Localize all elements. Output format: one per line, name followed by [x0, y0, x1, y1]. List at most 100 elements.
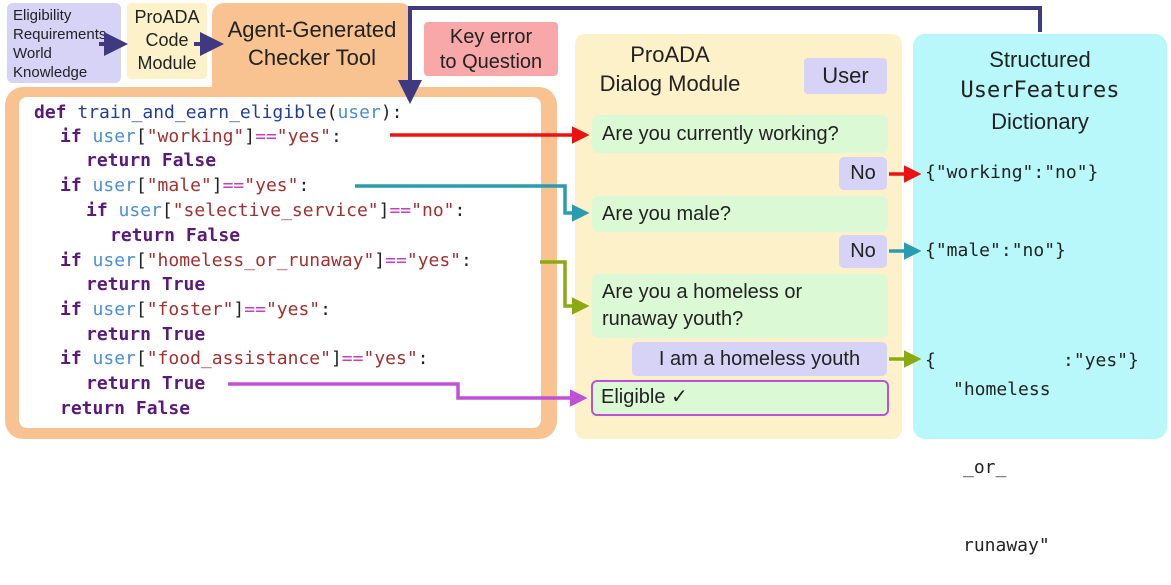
code-line: if user["selective_service"]=="no":: [86, 200, 465, 222]
code-token: if: [86, 200, 119, 221]
code-token: ]: [330, 348, 342, 369]
source-line: Knowledge: [13, 64, 88, 81]
code-module-line: ProADA: [134, 7, 200, 27]
code-token: user: [92, 250, 136, 271]
code-module-box: ProADA Code Module: [127, 3, 207, 79]
code-line: return False: [86, 150, 216, 172]
checker-title-line: Agent-Generated: [227, 17, 397, 42]
code-token: "homeless_or_runaway": [146, 250, 375, 271]
dialog-title-line: Dialog Module: [599, 71, 741, 96]
code-token: ]: [211, 175, 223, 196]
answer-working-bubble: No: [839, 157, 887, 190]
code-token: ]: [233, 299, 245, 320]
question-homeless-line: Are you a homeless or: [602, 281, 803, 303]
code-token: user: [337, 102, 381, 123]
feature-male: {"male":"no"}: [925, 240, 1066, 261]
struct-title-line: Dictionary: [991, 109, 1089, 134]
code-token: "no": [411, 200, 455, 221]
code-token: ==: [255, 126, 277, 147]
feature-homeless-value: :"yes"}: [1063, 350, 1139, 371]
code-token: ==: [244, 299, 266, 320]
code-token: [: [135, 299, 147, 320]
code-token: :: [417, 348, 429, 369]
feature-homeless-key-line: runaway": [963, 535, 1050, 556]
code-token: "yes": [244, 175, 299, 196]
code-token: user: [92, 348, 136, 369]
question-homeless-bubble: Are you a homeless or runaway youth?: [592, 274, 888, 338]
answer-homeless-bubble: I am a homeless youth: [632, 342, 887, 376]
code-line: if user["foster"]=="yes":: [60, 299, 331, 321]
code-token: if: [60, 299, 93, 320]
code-token: if: [60, 175, 93, 196]
code-token: [: [135, 175, 147, 196]
feature-homeless-key-line: "homeless: [953, 379, 1051, 400]
arrow-key-error-loop: [398, 6, 1042, 104]
code-token: "working": [146, 126, 245, 147]
code-token: :: [298, 175, 310, 196]
code-line: if user["food_assistance"]=="yes":: [60, 348, 429, 370]
code-token: "selective_service": [172, 200, 379, 221]
arrow-male-to-question: [355, 184, 590, 222]
code-token: "male": [146, 175, 212, 196]
code-token: user: [92, 299, 136, 320]
code-line: def train_and_earn_eligible(user):: [34, 102, 403, 124]
code-token: ]: [378, 200, 390, 221]
checker-tool-title: Agent-Generated Checker Tool: [212, 3, 412, 87]
code-token: return True: [86, 373, 206, 394]
code-token: "food_assistance": [146, 348, 331, 369]
key-error-line: to Question: [439, 51, 543, 73]
code-token: if: [60, 126, 93, 147]
code-token: [: [135, 250, 147, 271]
dialog-module-title: ProADA Dialog Module: [575, 40, 765, 98]
code-line: return True: [86, 373, 205, 395]
code-token: :: [461, 250, 472, 271]
arrow-homeless-to-question: [540, 260, 590, 315]
question-homeless-line: runaway youth?: [602, 308, 744, 330]
code-area: [19, 97, 541, 428]
code-token: "yes": [363, 348, 418, 369]
code-token: return False: [86, 150, 217, 171]
code-token: "yes": [265, 299, 321, 320]
code-token: ]: [374, 250, 386, 271]
code-token: [: [135, 126, 147, 147]
code-line: return True: [86, 274, 205, 296]
source-line: World: [13, 45, 52, 62]
code-line: if user["working"]=="yes":: [60, 126, 342, 148]
key-error-box: Key error to Question: [424, 22, 558, 76]
source-knowledge-box: Eligibility Requirements, World Knowledg…: [7, 3, 121, 83]
eligible-result-bubble: Eligible ✓: [591, 380, 889, 416]
code-token: "yes": [406, 250, 462, 271]
code-token: (: [326, 102, 338, 123]
user-features-title: Structured UserFeatures Dictionary: [913, 44, 1167, 137]
code-token: if: [60, 348, 93, 369]
code-line: return False: [60, 398, 190, 420]
answer-male-bubble: No: [839, 235, 887, 268]
code-token: :: [320, 299, 331, 320]
code-token: return True: [86, 324, 206, 345]
code-line: if user["homeless_or_runaway"]=="yes":: [60, 250, 472, 272]
source-line: Requirements,: [13, 26, 111, 43]
code-token: if: [60, 250, 93, 271]
code-token: ):: [380, 102, 403, 123]
question-male-bubble: Are you male?: [592, 196, 888, 232]
code-token: return True: [86, 274, 206, 295]
code-token: [: [161, 200, 173, 221]
code-token: return False: [60, 398, 191, 419]
key-error-line: Key error: [449, 26, 533, 48]
feature-homeless-brace: {: [925, 350, 936, 371]
user-label: User: [804, 58, 887, 94]
code-line: return False: [110, 225, 240, 247]
code-token: ==: [389, 200, 412, 221]
code-token: ==: [385, 250, 407, 271]
dialog-title-line: ProADA: [630, 42, 710, 67]
code-token: def: [34, 102, 78, 123]
code-token: ==: [341, 348, 364, 369]
code-token: user: [92, 175, 136, 196]
code-token: "yes": [276, 126, 331, 147]
code-line: if user["male"]=="yes":: [60, 175, 309, 197]
code-module-line: Module: [137, 53, 197, 73]
arrow-return-true-to-eligible: [228, 382, 588, 407]
code-token: :: [454, 200, 466, 221]
checker-title-line: Checker Tool: [248, 45, 376, 70]
code-token: "foster": [146, 299, 234, 320]
